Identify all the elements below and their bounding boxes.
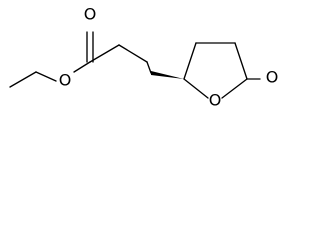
ester-oxygen-label: O <box>59 71 72 90</box>
ester-carbonyl-oxygen-label: O <box>84 5 97 24</box>
bond-oxygen-carbonyl-carbon <box>73 61 91 73</box>
bond-ch2-ch2-to-wedge <box>146 61 152 74</box>
bond-ring-c5-c4 <box>183 42 197 80</box>
bond-ring-c2-oxygen <box>221 78 248 99</box>
bond-ring-c3-c2 <box>234 42 248 80</box>
lactone-carbonyl-oxygen-label: O <box>266 68 279 87</box>
bond-ch2-ch2 <box>118 44 148 63</box>
chemical-structure-canvas: O O O O <box>0 0 285 129</box>
bond-ring-oxygen-c5 <box>183 78 209 99</box>
bond-ethyl-ch2-oxygen <box>35 71 57 82</box>
stereo-wedge-bond <box>151 71 184 79</box>
molecule-diagram: O O O O <box>9 5 279 110</box>
bond-carbonyl-carbon-ch2 <box>89 44 120 63</box>
ring-oxygen-label: O <box>209 91 222 110</box>
bond-ethyl-ch3-ch2 <box>9 71 37 88</box>
